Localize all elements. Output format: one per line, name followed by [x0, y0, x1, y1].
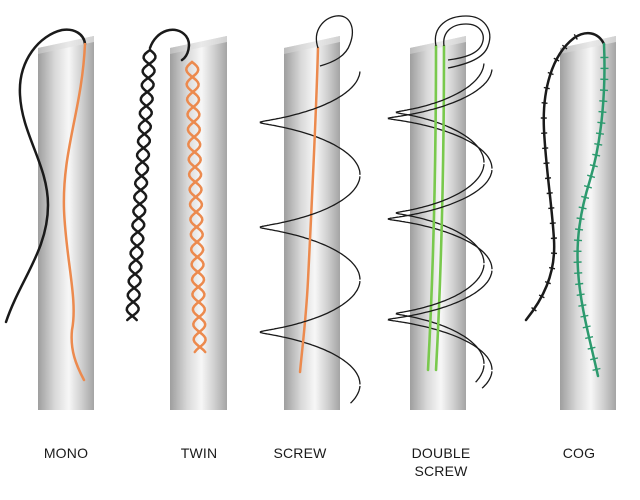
cog-barbs-green	[573, 56, 609, 371]
cog-barb	[543, 162, 550, 165]
cog-barb	[599, 100, 608, 103]
cog-barbs-black	[531, 33, 578, 312]
double-screw-cannula-top	[410, 36, 466, 54]
cog-barb	[561, 44, 568, 50]
cog-barb	[587, 346, 596, 350]
mono-thread-orange	[62, 42, 87, 382]
mono-cannula-top	[38, 36, 94, 54]
double-screw-thread-illustration	[387, 15, 493, 410]
screw-top-hook	[315, 15, 353, 67]
cog-barb	[574, 272, 583, 274]
cog-barb	[595, 132, 604, 135]
cog-barb	[575, 228, 584, 231]
cog-barb	[585, 336, 594, 340]
double-screw-top-loop-outer	[434, 15, 491, 69]
cog-cannula	[560, 36, 616, 410]
cog-barb	[538, 294, 545, 299]
cog-barb	[578, 304, 587, 307]
cog-barb	[581, 195, 590, 199]
cog-barb	[578, 206, 587, 210]
twin-thread-illustration	[125, 28, 227, 410]
cog-barb	[541, 102, 548, 104]
twin-needle-black-strand-a	[126, 48, 157, 322]
label-twin: TWIN	[180, 445, 218, 461]
cog-barb	[598, 110, 607, 113]
label-screw: SCREW	[273, 445, 327, 461]
cog-barb	[592, 153, 601, 157]
twin-thread-orange-strand-a	[185, 60, 207, 354]
label-double-screw: DOUBLE SCREW	[411, 445, 471, 479]
twin-thread-orange-strand-b	[185, 60, 207, 354]
cog-barb	[583, 185, 592, 189]
mono-needle-black	[4, 28, 87, 324]
cog-barb	[549, 222, 556, 225]
screw-thread-orange	[298, 46, 320, 374]
cog-barb	[576, 293, 585, 296]
cog-barb	[547, 71, 554, 76]
cog-barb	[575, 282, 584, 286]
mono-thread-illustration	[4, 28, 94, 410]
cog-barb	[545, 177, 552, 180]
cog-barb	[548, 207, 555, 210]
twin-cannula-top	[170, 36, 227, 54]
cog-barb	[543, 86, 550, 90]
label-cog: COG	[562, 445, 596, 461]
double-screw-helix-back-inner	[395, 111, 485, 364]
cog-thread-illustration	[524, 31, 616, 410]
cog-barb	[590, 357, 599, 361]
double-screw-helix-front-outer	[387, 69, 493, 389]
double-screw-helix-front-inner	[395, 63, 485, 383]
twin-needle-black-strand-b	[125, 48, 156, 322]
cog-barb	[576, 217, 585, 220]
double-screw-thread-green-a	[426, 44, 438, 372]
twin-top-loop	[148, 28, 191, 62]
cog-thread-green	[576, 42, 606, 378]
cog-barb	[580, 314, 589, 318]
twin-cannula	[170, 36, 227, 410]
cog-barb	[546, 192, 553, 195]
double-screw-thread-green-b	[434, 44, 446, 372]
cog-barb	[594, 143, 603, 146]
cog-barb	[542, 147, 549, 150]
cog-barb	[597, 121, 606, 124]
cog-barb	[548, 266, 556, 270]
cog-barb	[573, 33, 578, 40]
cog-barb	[589, 164, 598, 168]
cog-barb	[582, 325, 591, 329]
cog-barb	[553, 57, 560, 62]
double-screw-top-loop-inner	[443, 23, 484, 61]
label-mono: MONO	[43, 445, 89, 461]
screw-thread-illustration	[259, 15, 361, 410]
cog-barb	[544, 280, 551, 285]
cog-barb	[592, 367, 601, 371]
screw-helix-front	[259, 71, 361, 404]
cog-barb	[531, 307, 537, 312]
cog-barb	[573, 239, 583, 242]
cog-needle-black	[524, 31, 606, 322]
screw-cannula-top	[284, 36, 340, 54]
cog-barb	[587, 174, 596, 179]
